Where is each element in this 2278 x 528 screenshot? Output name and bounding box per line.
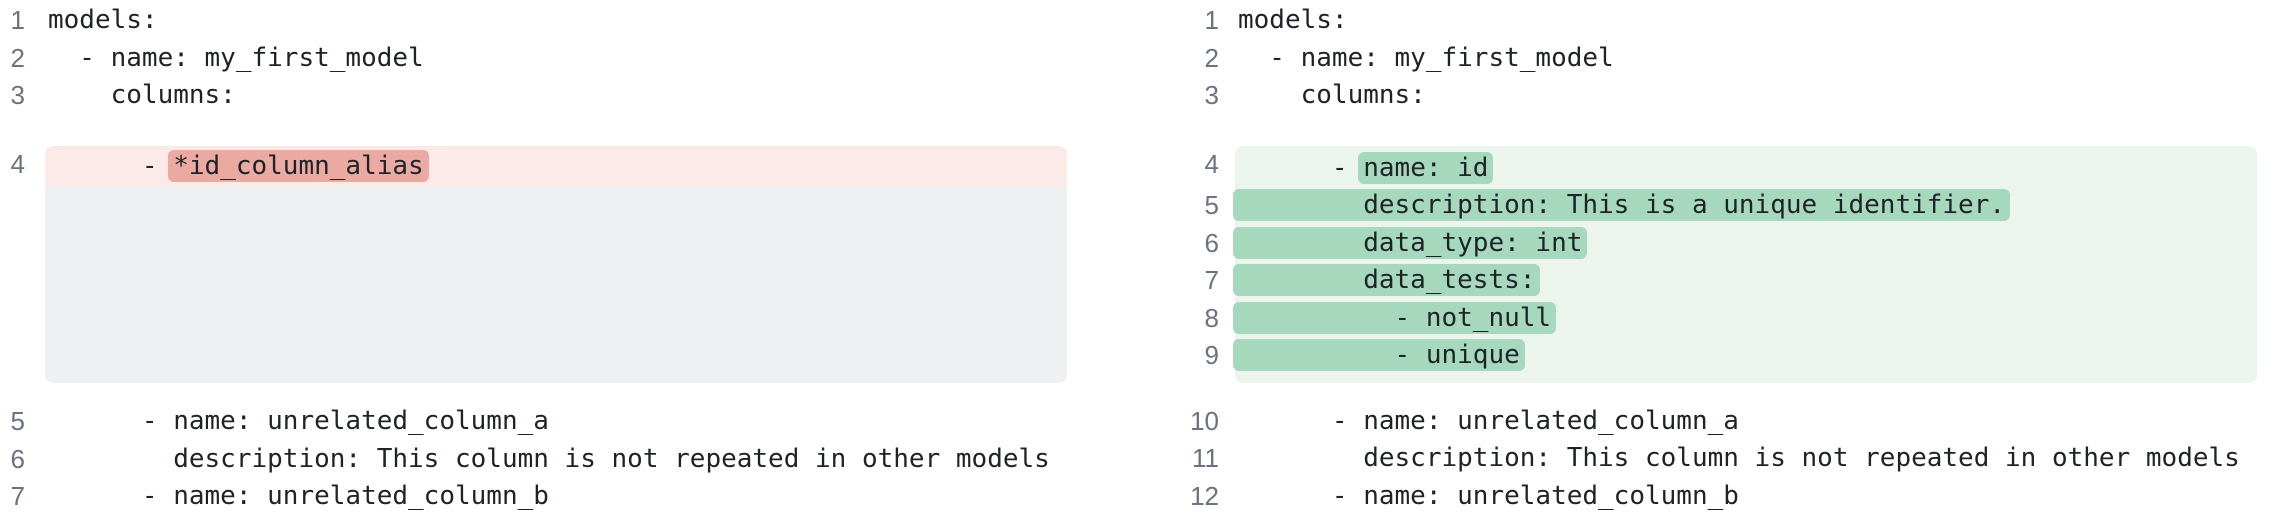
diff-line-left-4: 4 - *id_column_alias <box>0 145 1139 187</box>
diff-line-right-7: 7 data_tests: <box>1139 262 2278 300</box>
line-number <box>0 187 45 383</box>
code-text: - name: my_first_model <box>45 40 1067 78</box>
line-number: 7 <box>1204 265 1219 295</box>
diff-line-left-6: 6 description: This column is not repeat… <box>0 441 1139 479</box>
line-number: 6 <box>10 443 25 474</box>
diff-line-right-12: 12 - name: unrelated_column_b <box>1139 478 2278 516</box>
diff-line-right-5: 5 description: This is a unique identifi… <box>1139 187 2278 225</box>
code-segment: description: This column is not repeated… <box>48 443 1050 474</box>
added-word-highlight: - not_null <box>1233 301 1557 334</box>
code-segment: columns: <box>48 80 236 110</box>
line-number: 2 <box>10 42 25 73</box>
line-number: 1 <box>10 5 25 35</box>
diff-line-right-3: 3 columns: <box>1139 77 2278 115</box>
code-segment: - <box>48 150 174 181</box>
code-text: data_tests: <box>1233 262 2257 300</box>
code-text: - unique <box>1233 337 2257 383</box>
removed-word-highlight: *id_column_alias <box>168 149 429 182</box>
code-text: description: This is a unique identifier… <box>1233 187 2257 225</box>
added-word-highlight: - unique <box>1233 339 1525 371</box>
diff-line-left-7: 7 - name: unrelated_column_b <box>0 478 1139 516</box>
line-number: 10 <box>1190 405 1219 436</box>
code-segment: - name: unrelated_column_a <box>48 406 549 436</box>
diff-line-right-8: 8 - not_null <box>1139 299 2278 337</box>
line-number: 6 <box>1204 227 1219 258</box>
added-word-highlight: name: id <box>1358 151 1494 184</box>
code-segment: - name: my_first_model <box>48 42 424 73</box>
filler-area <box>45 187 1067 383</box>
diff-filler-block-left <box>0 187 1139 383</box>
code-text: description: This column is not repeated… <box>45 441 1067 479</box>
code-text: - name: id <box>1235 145 2257 187</box>
code-text: description: This column is not repeated… <box>1235 440 2257 478</box>
code-segment: description: This column is not repeated… <box>1238 443 2240 473</box>
code-segment: - name: unrelated_column_b <box>48 481 549 511</box>
added-word-highlight: description: This is a unique identifier… <box>1233 189 2011 221</box>
code-segment: models: <box>1238 5 1348 35</box>
diff-line-right-6: 6 data_type: int <box>1139 224 2278 262</box>
diff-line-left-2: 2 - name: my_first_model <box>0 40 1139 78</box>
diff-line-right-4: 4 - name: id <box>1139 145 2278 187</box>
code-text: - name: unrelated_column_a <box>1235 403 2257 441</box>
diff-line-right-10: 10 - name: unrelated_column_a <box>1139 403 2278 441</box>
added-word-highlight: data_tests: <box>1233 264 1541 296</box>
line-number: 9 <box>1204 340 1219 370</box>
diff-line-left-1: 1 models: <box>0 2 1139 40</box>
code-text: - name: unrelated_column_a <box>45 403 1067 441</box>
line-number: 2 <box>1204 42 1219 73</box>
code-text: - *id_column_alias <box>45 145 1067 187</box>
diff-line-right-9: 9 - unique <box>1139 337 2278 383</box>
line-number: 12 <box>1190 480 1219 511</box>
line-number: 11 <box>1192 443 1219 473</box>
code-text: columns: <box>45 77 1067 115</box>
added-word-highlight: data_type: int <box>1233 226 1588 259</box>
line-number: 7 <box>10 481 25 511</box>
line-number: 3 <box>1204 80 1219 110</box>
diff-line-right-1: 1 models: <box>1139 2 2278 40</box>
code-text: models: <box>1235 2 2257 40</box>
code-text: - name: unrelated_column_b <box>1235 478 2257 516</box>
code-text: - name: unrelated_column_b <box>45 478 1067 516</box>
code-segment: - <box>1238 152 1364 183</box>
code-segment: columns: <box>1238 80 1426 110</box>
code-text: - not_null <box>1233 299 2257 337</box>
line-number: 8 <box>1204 302 1219 333</box>
line-number: 4 <box>1204 148 1219 179</box>
diff-line-left-5: 5 - name: unrelated_column_a <box>0 403 1139 441</box>
code-segment: - name: unrelated_column_a <box>1238 405 1739 436</box>
code-segment: - name: unrelated_column_b <box>1238 480 1739 511</box>
diff-line-left-3: 3 columns: <box>0 77 1139 115</box>
code-segment: models: <box>48 5 158 35</box>
line-number: 4 <box>10 148 25 179</box>
line-number: 1 <box>1204 5 1219 35</box>
code-segment: - name: my_first_model <box>1238 42 1614 73</box>
code-text: - name: my_first_model <box>1235 40 2257 78</box>
diff-line-right-2: 2 - name: my_first_model <box>1139 40 2278 78</box>
line-number: 3 <box>10 80 25 110</box>
code-text: models: <box>45 2 1067 40</box>
line-number: 5 <box>1204 190 1219 220</box>
code-text: data_type: int <box>1233 224 2257 262</box>
diff-line-right-11: 11 description: This column is not repea… <box>1139 440 2278 478</box>
code-text: columns: <box>1235 77 2257 115</box>
line-number: 5 <box>10 406 25 436</box>
